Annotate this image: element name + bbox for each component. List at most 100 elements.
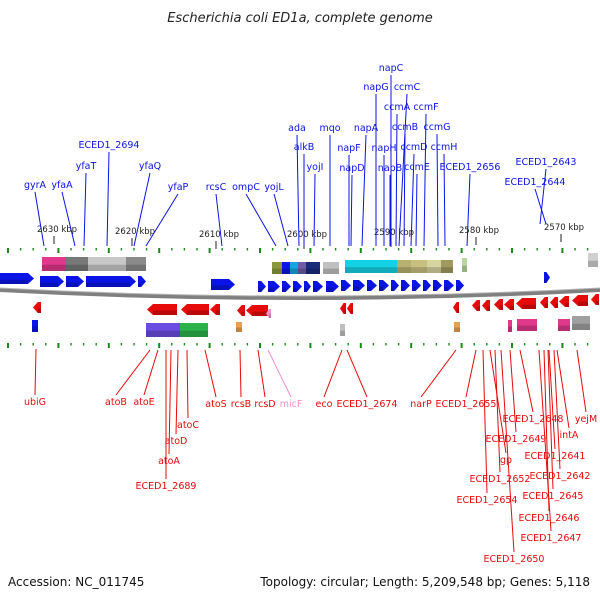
- reverse-gene-label[interactable]: ECED1_2674: [337, 399, 398, 410]
- reverse-gene-arrow: [33, 302, 41, 313]
- reverse-gene-label[interactable]: ECED1_2655: [436, 399, 497, 410]
- forward-gene-label[interactable]: ECED1_2643: [516, 157, 577, 168]
- forward-gene-label[interactable]: yfaP: [168, 182, 189, 193]
- gene-arrow-shade: [565, 302, 569, 307]
- forward-gene-label[interactable]: napB: [378, 163, 402, 174]
- reverse-gene-arrow: [540, 297, 548, 308]
- forward-gene-label[interactable]: yojI: [307, 162, 324, 173]
- feature-block-shade: [411, 267, 427, 273]
- forward-gene-label[interactable]: napD: [339, 163, 364, 174]
- reverse-gene-label[interactable]: yejM: [575, 414, 597, 425]
- forward-gene-label[interactable]: ECED1_2694: [79, 140, 140, 151]
- leader-line: [436, 133, 439, 247]
- reverse-gene-label[interactable]: rcsD: [254, 399, 275, 410]
- reverse-gene-label[interactable]: ECED1_2647: [521, 533, 582, 544]
- reverse-gene-label[interactable]: atoS: [205, 399, 226, 410]
- forward-gene-label[interactable]: napH: [371, 143, 396, 154]
- reverse-gene-label[interactable]: ECED1_2654: [457, 495, 518, 506]
- reverse-gene-arrow: [591, 294, 599, 305]
- feature-block: [282, 262, 290, 274]
- gene-arrow-shade: [476, 306, 480, 311]
- leader-line: [489, 349, 507, 454]
- reverse-gene-arrow: [210, 304, 220, 315]
- reverse-gene-label[interactable]: eco: [316, 399, 333, 410]
- reverse-gene-label[interactable]: ECED1_2650: [484, 554, 545, 565]
- leader-line: [556, 349, 570, 429]
- reverse-gene-label[interactable]: ubiG: [24, 397, 46, 408]
- reverse-gene-label[interactable]: ECED1_2689: [136, 481, 197, 492]
- forward-gene-label[interactable]: ccmE: [404, 162, 430, 173]
- forward-gene-label[interactable]: napC: [379, 63, 404, 74]
- gene-arrow-shade: [269, 314, 271, 318]
- gene-arrow-shade: [66, 282, 78, 287]
- forward-gene-label[interactable]: yfaA: [51, 180, 73, 191]
- gene-arrow-shade: [499, 305, 503, 310]
- forward-gene-arrow: [444, 280, 454, 291]
- forward-gene-label[interactable]: ompC: [232, 182, 260, 193]
- forward-gene-label[interactable]: ccmB: [392, 122, 418, 133]
- feature-block: [345, 260, 397, 273]
- reverse-gene-label[interactable]: narP: [410, 399, 432, 410]
- reverse-gene-label[interactable]: atoC: [177, 420, 199, 431]
- forward-gene-arrow: [456, 280, 464, 291]
- reverse-gene-label[interactable]: ECED1_2641: [525, 451, 586, 462]
- leader-line: [403, 133, 406, 247]
- feature-block: [272, 262, 282, 274]
- forward-gene-label[interactable]: ccmG: [423, 122, 450, 133]
- leader-line: [239, 349, 242, 398]
- reverse-gene-label[interactable]: ECED1_2648: [503, 414, 564, 425]
- forward-gene-label[interactable]: ccmD: [400, 142, 427, 153]
- forward-gene-arrow: [268, 281, 280, 292]
- reverse-gene-label[interactable]: gp: [500, 455, 512, 466]
- forward-gene-label[interactable]: yfaT: [76, 161, 97, 172]
- forward-gene-arrow: [138, 276, 146, 287]
- forward-gene-label[interactable]: ccmA: [384, 102, 411, 113]
- leader-line: [175, 349, 179, 435]
- forward-gene-label[interactable]: ccmC: [394, 82, 421, 93]
- forward-gene-label[interactable]: ccmH: [431, 142, 458, 153]
- leader-line: [423, 113, 427, 247]
- forward-gene-arrow: [433, 280, 442, 291]
- reverse-gene-label[interactable]: ECED1_2646: [519, 513, 580, 524]
- forward-gene-label[interactable]: napG: [363, 82, 388, 93]
- forward-gene-label[interactable]: yfaQ: [139, 161, 161, 172]
- reverse-gene-label[interactable]: atoB: [105, 397, 127, 408]
- forward-gene-label[interactable]: mqo: [319, 123, 340, 134]
- forward-gene-label[interactable]: alkB: [294, 142, 314, 153]
- leader-line: [323, 349, 343, 398]
- forward-gene-label[interactable]: napF: [337, 143, 360, 154]
- leader-line: [204, 349, 217, 398]
- reverse-gene-label[interactable]: ECED1_2642: [530, 471, 591, 482]
- leader-line: [482, 349, 488, 494]
- forward-gene-label[interactable]: gyrA: [24, 180, 47, 191]
- gene-arrow-shade: [522, 304, 536, 309]
- forward-gene-label[interactable]: ECED1_2644: [505, 177, 566, 188]
- leader-line: [539, 168, 547, 225]
- forward-gene-label[interactable]: ECED1_2656: [440, 162, 501, 173]
- forward-gene-label[interactable]: rcsC: [206, 182, 227, 193]
- leader-line: [245, 193, 277, 247]
- feature-block: [441, 260, 453, 273]
- reverse-gene-label[interactable]: ECED1_2645: [523, 491, 584, 502]
- reverse-gene-label[interactable]: ECED1_2652: [470, 474, 531, 485]
- forward-gene-arrow: [86, 276, 136, 287]
- gene-arrow-shade: [241, 311, 245, 316]
- forward-gene-label[interactable]: ccmF: [413, 102, 438, 113]
- reverse-gene-label[interactable]: micF: [280, 399, 303, 410]
- gene-arrow-shade: [187, 310, 209, 315]
- reverse-gene-label[interactable]: atoE: [133, 397, 154, 408]
- forward-gene-label[interactable]: napA: [354, 123, 379, 134]
- forward-gene-label[interactable]: yojL: [264, 182, 284, 193]
- reverse-gene-label[interactable]: ECED1_2649: [486, 434, 547, 445]
- reverse-gene-label[interactable]: rcsB: [231, 399, 251, 410]
- forward-gene-arrow: [326, 281, 339, 292]
- gene-arrow-shade: [578, 301, 588, 306]
- reverse-gene-arrow: [147, 304, 177, 315]
- reverse-gene-label[interactable]: atoD: [165, 436, 188, 447]
- leader-line: [443, 153, 446, 247]
- forward-gene-label[interactable]: ada: [288, 123, 306, 134]
- reverse-gene-label[interactable]: atoA: [158, 456, 180, 467]
- forward-gene-arrow: [258, 281, 266, 292]
- reverse-gene-label[interactable]: intA: [560, 430, 579, 441]
